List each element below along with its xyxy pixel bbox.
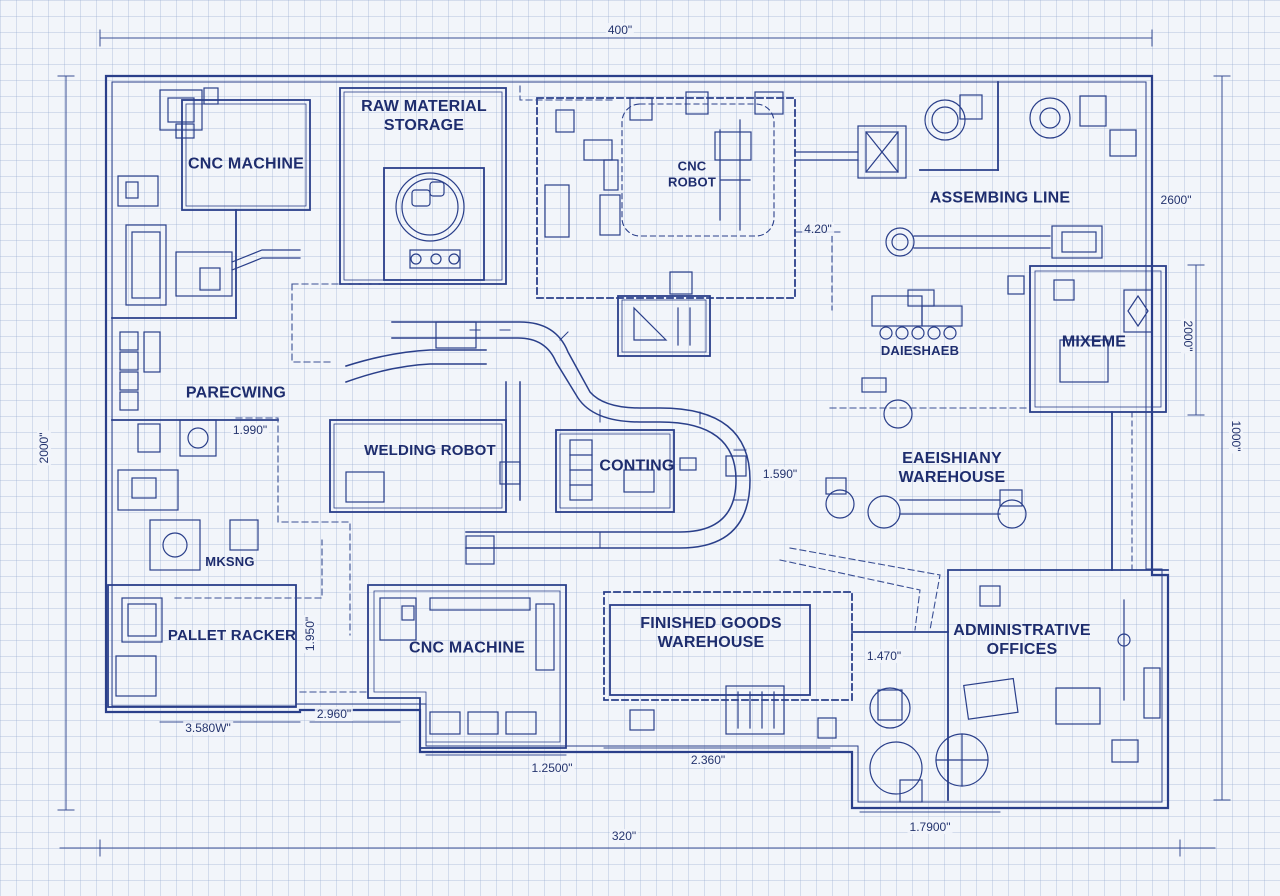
conveyor-system [345,321,751,549]
outer-walls [104,74,1170,810]
equipment [115,87,1161,803]
overall-dimension-lines [57,29,1231,857]
dashed-paths [174,85,1031,693]
room-walls [107,81,1169,801]
